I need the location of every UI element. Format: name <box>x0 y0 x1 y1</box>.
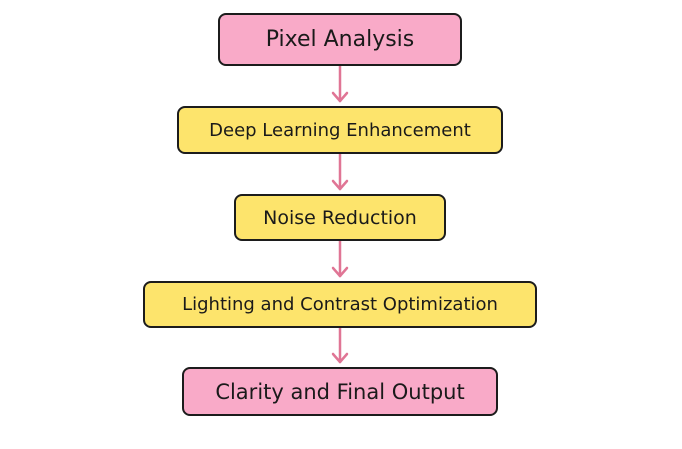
node-noise-reduction: Noise Reduction <box>234 194 446 241</box>
node-clarity-final-output: Clarity and Final Output <box>182 367 498 416</box>
node-label: Pixel Analysis <box>265 27 415 52</box>
node-label: Noise Reduction <box>263 206 417 229</box>
node-deep-learning-enhancement: Deep Learning Enhancement <box>177 106 503 154</box>
node-label: Deep Learning Enhancement <box>209 119 471 141</box>
node-label: Lighting and Contrast Optimization <box>182 294 498 315</box>
node-label: Clarity and Final Output <box>215 379 465 404</box>
arrow-deep-to-noise <box>331 152 349 191</box>
arrow-pixel-to-deep <box>331 64 349 103</box>
arrow-noise-to-lighting <box>331 239 349 278</box>
node-pixel-analysis: Pixel Analysis <box>218 13 462 66</box>
arrow-lighting-to-clarity <box>331 326 349 364</box>
node-lighting-contrast-optimization: Lighting and Contrast Optimization <box>143 281 537 328</box>
